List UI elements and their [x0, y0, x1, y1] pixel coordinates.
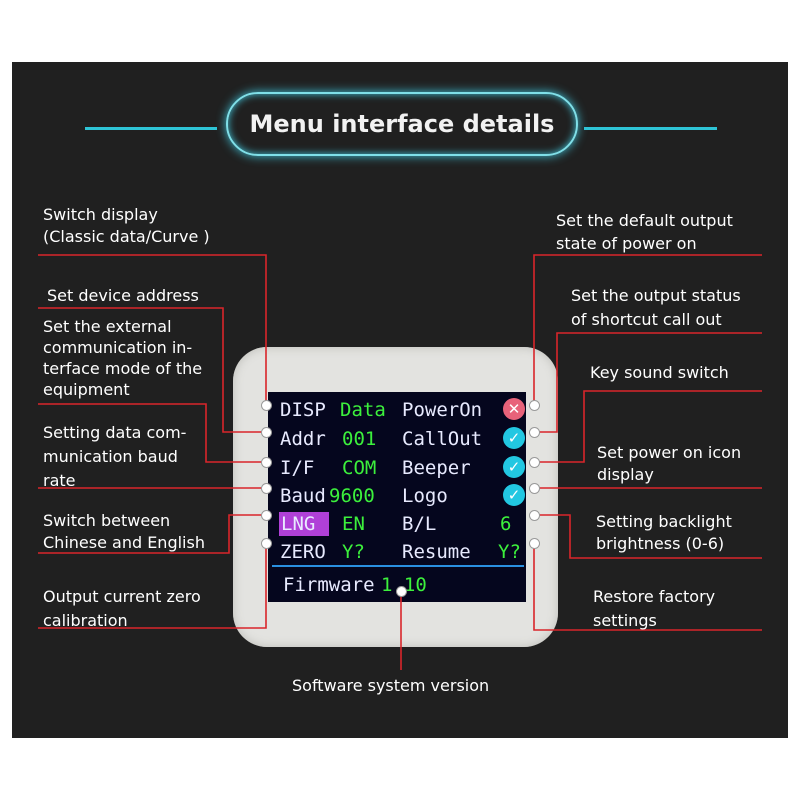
lcd-value-resume: Y?	[498, 541, 521, 563]
lcd-label-baud: Baud	[280, 485, 326, 507]
label-zero-calibration: Output current zero calibration	[43, 587, 201, 630]
label-comm-interface: Set the external communication in- terfa…	[43, 317, 203, 399]
dot-callout	[530, 428, 539, 437]
dot-resume	[530, 539, 539, 548]
label-shortcut-callout: Set the output status of shortcut call o…	[571, 286, 741, 329]
lcd-label-disp: DISP	[280, 399, 326, 421]
lcd-value-lng: EN	[342, 513, 365, 535]
dot-if	[262, 458, 271, 467]
lcd-value-zero: Y?	[342, 541, 365, 563]
dot-beeper	[530, 458, 539, 467]
label-power-on-state: Set the default output state of power on	[556, 211, 733, 253]
lcd-value-addr: 001	[342, 428, 377, 450]
lcd-label-beeper: Beeper	[402, 457, 471, 479]
page-title: Menu interface details	[249, 110, 555, 138]
dot-logo	[530, 484, 539, 493]
label-language: Switch between Chinese and English	[43, 511, 205, 552]
x-icon: ✕	[503, 398, 525, 420]
lcd-screen	[268, 392, 526, 602]
check-icon: ✓	[503, 456, 525, 478]
lcd-firmware-version: 1.10	[381, 574, 427, 596]
label-device-address: Set device address	[47, 286, 199, 305]
dot-lng	[262, 511, 271, 520]
dot-disp	[262, 401, 271, 410]
lcd-firmware-label: Firmware	[283, 574, 375, 596]
lcd-label-logo: Logo	[402, 485, 448, 507]
dot-zero	[262, 539, 271, 548]
dot-baud	[262, 484, 271, 493]
lcd-label-lng: LNG	[281, 513, 316, 535]
lcd-label-callout: CallOut	[402, 428, 483, 450]
lcd-label-addr: Addr	[280, 428, 326, 450]
label-key-sound: Key sound switch	[590, 363, 729, 382]
lcd-label-if: I/F	[280, 457, 315, 479]
lcd-separator	[272, 565, 524, 567]
label-switch-display: Switch display (Classic data/Curve )	[43, 205, 210, 246]
lcd-label-resume: Resume	[402, 541, 471, 563]
label-power-on-icon: Set power on icon display	[597, 443, 742, 484]
lcd-label-poweron: PowerOn	[402, 399, 483, 421]
label-factory-reset: Restore factory settings	[593, 587, 716, 630]
label-backlight: Setting backlight brightness (0-6)	[596, 512, 732, 553]
dot-firmware	[397, 587, 406, 596]
label-baud-rate: Setting data com- munication baud rate	[43, 423, 187, 490]
dot-poweron	[530, 401, 539, 410]
title-line-right	[584, 127, 717, 130]
lcd-value-disp: Data	[340, 399, 386, 421]
title-line-left	[85, 127, 217, 130]
label-software-version: Software system version	[292, 676, 490, 695]
lcd-value-if: COM	[342, 457, 377, 479]
dot-addr	[262, 428, 271, 437]
lng-highlight	[279, 512, 329, 536]
lcd-value-baud: 9600	[329, 485, 375, 507]
check-icon: ✓	[503, 484, 525, 506]
lcd-label-backlight: B/L	[402, 513, 437, 535]
lcd-label-zero: ZERO	[280, 541, 326, 563]
title-badge: Menu interface details	[226, 92, 578, 156]
dot-backlight	[530, 511, 539, 520]
check-icon: ✓	[503, 427, 525, 449]
lcd-value-backlight: 6	[500, 513, 512, 535]
